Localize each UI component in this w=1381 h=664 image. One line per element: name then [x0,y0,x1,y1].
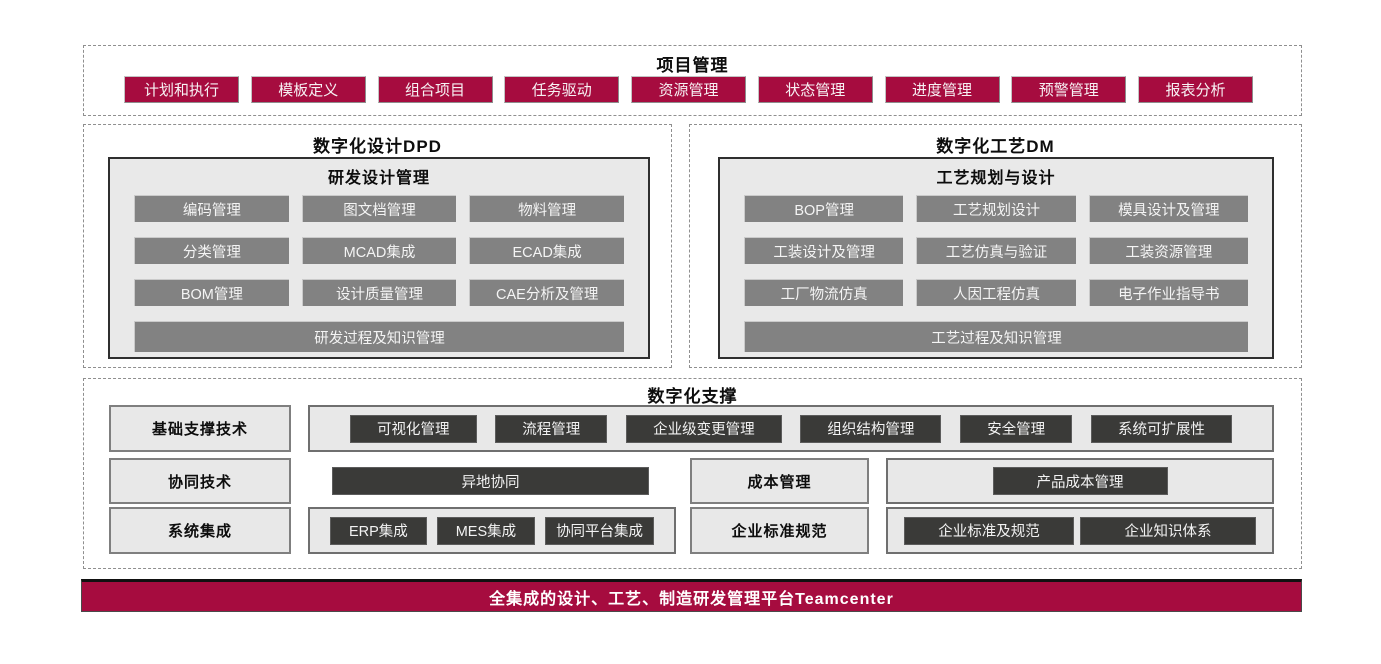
digital-process-section: 数字化工艺DM 工艺规划与设计 BOP管理 工艺规划设计 模具设计及管理 工装设… [689,124,1302,368]
module-bop-mgmt: BOP管理 [744,195,904,222]
support-row-base: 基础支撑技术 可视化管理 流程管理 企业级变更管理 组织结构管理 安全管理 系统… [84,405,1301,452]
module-coding-mgmt: 编码管理 [134,195,289,222]
module-tooling-design-mgmt: 工装设计及管理 [744,237,904,264]
base-support-group: 可视化管理 流程管理 企业级变更管理 组织结构管理 安全管理 系统可扩展性 [308,405,1274,452]
process-module-panel: 工艺规划与设计 BOP管理 工艺规划设计 模具设计及管理 工装设计及管理 工艺仿… [718,157,1274,359]
category-label-system-integration: 系统集成 [109,507,291,554]
capability-org-structure-mgmt: 组织结构管理 [800,414,942,443]
capability-workflow-mgmt: 流程管理 [495,414,608,443]
module-human-factors-simulation: 人因工程仿真 [916,279,1076,306]
project-management-title: 项目管理 [656,56,729,75]
capability-product-cost-mgmt: 产品成本管理 [992,467,1168,495]
category-label-collaboration-tech: 协同技术 [109,458,291,504]
standards-group: 企业标准及规范 企业知识体系 [886,507,1274,554]
module-cae-analysis-mgmt: CAE分析及管理 [469,279,624,306]
project-button-status: 状态管理 [757,76,873,103]
category-label-cost-mgmt: 成本管理 [690,458,869,504]
module-classification-mgmt: 分类管理 [134,237,289,264]
capability-erp-integration: ERP集成 [329,516,427,545]
design-module-grid: 编码管理 图文档管理 物料管理 分类管理 MCAD集成 ECAD集成 BOM管理… [110,188,648,352]
capability-remote-collaboration: 异地协同 [332,467,649,495]
category-label-base-support: 基础支撑技术 [109,405,291,452]
module-tooling-resource-mgmt: 工装资源管理 [1088,237,1248,264]
process-module-grid: BOP管理 工艺规划设计 模具设计及管理 工装设计及管理 工艺仿真与验证 工装资… [720,188,1272,352]
project-management-section: 项目管理 计划和执行 模板定义 组合项目 任务驱动 资源管理 状态管理 进度管理… [83,45,1302,116]
capability-security-mgmt: 安全管理 [960,414,1073,443]
digital-support-title: 数字化支撑 [647,387,738,406]
module-design-quality-mgmt: 设计质量管理 [301,279,457,306]
project-button-report: 报表分析 [1138,76,1253,103]
module-rd-process-knowledge-mgmt: 研发过程及知识管理 [134,321,624,352]
project-button-task: 任务驱动 [504,76,620,103]
capability-enterprise-change-mgmt: 企业级变更管理 [626,414,782,443]
module-bom-mgmt: BOM管理 [134,279,289,306]
module-process-simulation-validation: 工艺仿真与验证 [916,237,1076,264]
module-material-mgmt: 物料管理 [469,195,624,222]
capability-enterprise-standards-specs: 企业标准及规范 [904,516,1074,545]
capability-visualization-mgmt: 可视化管理 [350,414,477,443]
module-electronic-work-instruction: 电子作业指导书 [1088,279,1248,306]
design-panel-header: 研发设计管理 [327,170,430,187]
cost-mgmt-group: 产品成本管理 [886,458,1274,504]
capability-system-scalability: 系统可扩展性 [1090,414,1232,443]
project-button-plan: 计划和执行 [124,76,239,103]
integration-group: ERP集成 MES集成 协同平台集成 [308,507,676,554]
module-ecad-integration: ECAD集成 [469,237,624,264]
project-button-progress: 进度管理 [884,76,1000,103]
module-factory-logistics-simulation: 工厂物流仿真 [744,279,904,306]
project-button-portfolio: 组合项目 [377,76,493,103]
digital-design-title: 数字化设计DPD [313,137,442,156]
digital-process-title: 数字化工艺DM [936,137,1055,156]
project-button-alert: 预警管理 [1011,76,1127,103]
support-row-integration: 系统集成 ERP集成 MES集成 协同平台集成 企业标准规范 企业标准及规范 企… [84,507,1301,554]
capability-mes-integration: MES集成 [436,516,536,545]
capability-collab-platform-integration: 协同平台集成 [545,516,655,545]
platform-banner: 全集成的设计、工艺、制造研发管理平台Teamcenter [81,579,1302,612]
module-mcad-integration: MCAD集成 [301,237,457,264]
module-mold-design-mgmt: 模具设计及管理 [1088,195,1248,222]
process-panel-header: 工艺规划与设计 [936,170,1056,187]
module-process-knowledge-mgmt: 工艺过程及知识管理 [744,321,1248,352]
category-label-enterprise-standards: 企业标准规范 [690,507,869,554]
digital-support-section: 数字化支撑 基础支撑技术 可视化管理 流程管理 企业级变更管理 组织结构管理 安… [83,378,1302,569]
project-button-row: 计划和执行 模板定义 组合项目 任务驱动 资源管理 状态管理 进度管理 预警管理… [124,76,1253,103]
digital-design-section: 数字化设计DPD 研发设计管理 编码管理 图文档管理 物料管理 分类管理 MCA… [83,124,672,368]
module-process-planning-design: 工艺规划设计 [916,195,1076,222]
capability-enterprise-knowledge-system: 企业知识体系 [1080,516,1256,545]
module-drawing-doc-mgmt: 图文档管理 [301,195,457,222]
project-button-template: 模板定义 [250,76,366,103]
project-button-resource: 资源管理 [631,76,746,103]
design-module-panel: 研发设计管理 编码管理 图文档管理 物料管理 分类管理 MCAD集成 ECAD集… [108,157,650,359]
support-row-collaboration: 协同技术 异地协同 成本管理 产品成本管理 [84,458,1301,504]
